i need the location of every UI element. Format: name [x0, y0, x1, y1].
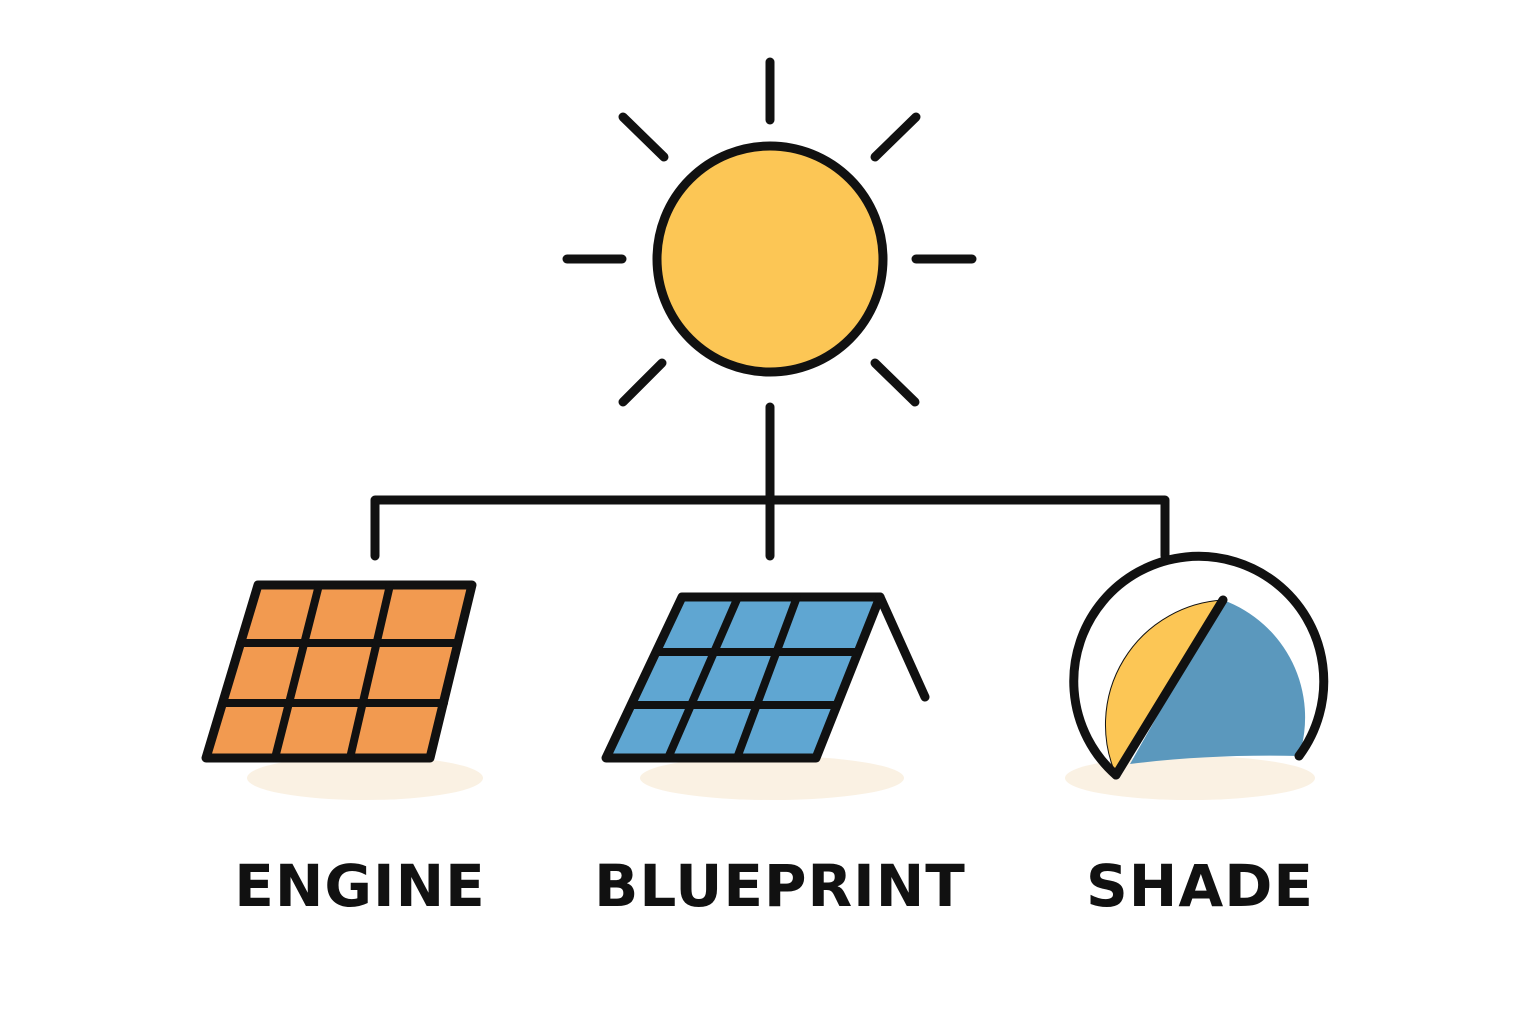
panel-kickstand — [875, 592, 930, 702]
half-shaded-dome-icon — [1065, 551, 1329, 800]
connector-lines — [370, 402, 1170, 561]
panel-grid-line — [664, 593, 742, 762]
ground-shadow — [640, 756, 904, 800]
sun-icon — [562, 57, 977, 407]
blue-tilted-solar-panel-icon — [601, 592, 930, 800]
dome-outline — [1069, 551, 1329, 780]
sun-ray — [870, 112, 921, 162]
sun-ray — [618, 112, 669, 162]
engine-label: ENGINE — [234, 852, 486, 920]
dome-divider-line — [1111, 595, 1228, 780]
orange-solar-panel-icon — [201, 580, 483, 800]
panel-grid-line — [271, 581, 323, 762]
ground-shadow — [1065, 756, 1315, 800]
shade-blue-half — [1130, 600, 1306, 764]
blueprint-label: BLUEPRINT — [594, 852, 966, 920]
ground-shadow — [247, 756, 483, 800]
sun-ray — [870, 358, 920, 407]
panel-grid-line — [733, 593, 801, 762]
sun-disc — [652, 141, 888, 377]
engine-panel-frame — [201, 580, 477, 763]
shade-label: SHADE — [1086, 852, 1314, 920]
panel-grid-line — [346, 581, 394, 762]
sun-ray — [618, 358, 667, 407]
branch-bar-connector — [370, 495, 1170, 561]
